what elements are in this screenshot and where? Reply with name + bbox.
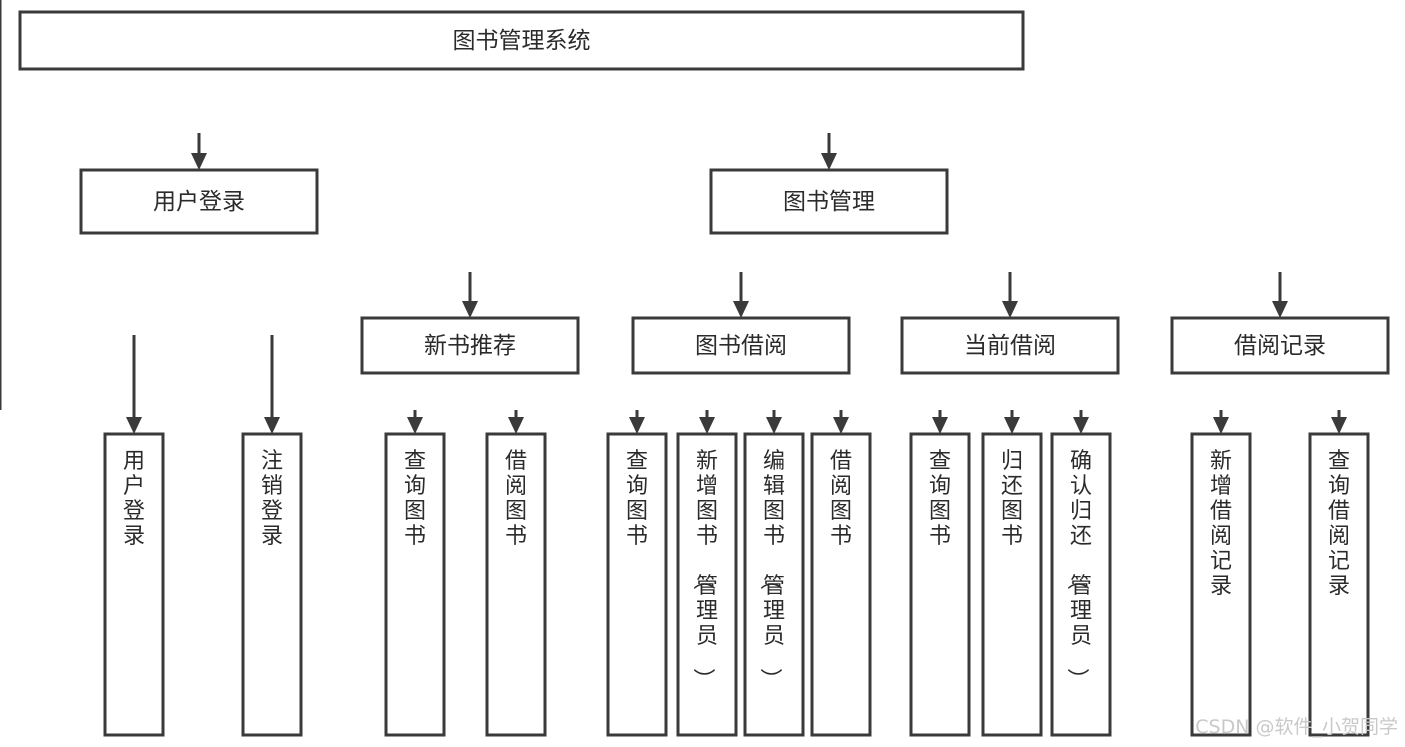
- node-label-leaf-query-book-borrow: 查询图书: [626, 449, 648, 549]
- node-leaf-query-book-borrow[interactable]: 查询图书: [606, 432, 668, 737]
- arrow-head-icon: [833, 417, 849, 434]
- node-label-book-manage: 图书管理: [783, 189, 875, 215]
- node-leaf-user-login[interactable]: 用户登录: [103, 432, 165, 737]
- arrow-head-icon: [191, 153, 207, 170]
- node-label-leaf-borrow-book: 借阅图书: [830, 449, 852, 549]
- node-label-leaf-logout: 注销登录: [261, 449, 283, 549]
- node-label-leaf-user-login: 用户登录: [123, 449, 145, 549]
- node-box-leaf-confirm-return[interactable]: [1050, 432, 1112, 737]
- node-box-new-book-recommend[interactable]: [360, 316, 580, 375]
- node-label-user-login: 用户登录: [153, 189, 245, 215]
- node-label-new-book-recommend: 新书推荐: [424, 333, 516, 359]
- node-leaf-borrow-book-recommend[interactable]: 借阅图书: [485, 432, 547, 737]
- node-label-leaf-confirm-return: 确认归还（管理员）: [1064, 449, 1092, 690]
- csdn-watermark: CSDN @软件_小贺同学: [1195, 716, 1398, 738]
- node-book-borrow[interactable]: 图书借阅: [631, 316, 851, 375]
- node-label-leaf-add-book: 新增图书（管理员）: [690, 449, 718, 690]
- arrow-head-icon: [699, 417, 715, 434]
- node-box-book-manage[interactable]: [709, 168, 949, 235]
- arrow-head-icon: [1004, 417, 1020, 434]
- connector-layer: [0, 0, 1347, 434]
- node-label-leaf-return-book: 归还图书: [1001, 449, 1023, 549]
- node-leaf-add-borrow-record[interactable]: 新增借阅记录: [1190, 432, 1252, 737]
- node-leaf-query-borrow-record[interactable]: 查询借阅记录: [1308, 432, 1370, 737]
- arrow-head-icon: [264, 417, 280, 434]
- arrow-head-icon: [1073, 417, 1089, 434]
- node-label-book-borrow: 图书借阅: [695, 333, 787, 359]
- node-leaf-return-book[interactable]: 归还图书: [981, 432, 1043, 737]
- node-box-leaf-borrow-book-recommend[interactable]: [485, 432, 547, 737]
- arrow-head-icon: [126, 417, 142, 434]
- node-leaf-logout[interactable]: 注销登录: [241, 432, 303, 737]
- arrow-head-icon: [766, 417, 782, 434]
- node-box-leaf-query-book-borrow[interactable]: [606, 432, 668, 737]
- node-box-leaf-add-borrow-record[interactable]: [1190, 432, 1252, 737]
- node-layer: 图书管理系统用户登录图书管理新书推荐图书借阅当前借阅借阅记录用户登录注销登录查询…: [18, 10, 1390, 737]
- node-current-borrow[interactable]: 当前借阅: [900, 316, 1120, 375]
- arrow-head-icon: [1272, 301, 1288, 318]
- arrow-head-icon: [1331, 417, 1347, 434]
- node-leaf-borrow-book[interactable]: 借阅图书: [810, 432, 872, 737]
- node-box-leaf-query-book-current[interactable]: [909, 432, 971, 737]
- node-label-leaf-query-borrow-record: 查询借阅记录: [1328, 449, 1350, 599]
- node-leaf-edit-book[interactable]: 编辑图书（管理员）: [743, 432, 805, 737]
- node-box-leaf-user-login[interactable]: [103, 432, 165, 737]
- arrow-head-icon: [407, 417, 423, 434]
- node-leaf-add-book[interactable]: 新增图书（管理员）: [676, 432, 738, 737]
- arrow-head-icon: [1002, 301, 1018, 318]
- node-box-root[interactable]: [18, 10, 1025, 71]
- node-box-leaf-add-book[interactable]: [676, 432, 738, 737]
- node-leaf-query-book-recommend[interactable]: 查询图书: [384, 432, 446, 737]
- node-label-leaf-edit-book: 编辑图书（管理员）: [757, 449, 785, 690]
- node-label-borrow-record: 借阅记录: [1234, 333, 1326, 359]
- node-box-book-borrow[interactable]: [631, 316, 851, 375]
- node-root[interactable]: 图书管理系统: [18, 10, 1025, 71]
- node-label-leaf-query-book-recommend: 查询图书: [404, 449, 426, 549]
- node-borrow-record[interactable]: 借阅记录: [1170, 316, 1390, 375]
- node-new-book-recommend[interactable]: 新书推荐: [360, 316, 580, 375]
- arrow-head-icon: [629, 417, 645, 434]
- node-box-current-borrow[interactable]: [900, 316, 1120, 375]
- node-book-manage[interactable]: 图书管理: [709, 168, 949, 235]
- arrow-head-icon: [1213, 417, 1229, 434]
- node-box-leaf-return-book[interactable]: [981, 432, 1043, 737]
- arrow-head-icon: [462, 301, 478, 318]
- node-box-borrow-record[interactable]: [1170, 316, 1390, 375]
- node-box-user-login[interactable]: [79, 168, 319, 235]
- node-box-leaf-query-borrow-record[interactable]: [1308, 432, 1370, 737]
- node-label-leaf-query-book-current: 查询图书: [929, 449, 951, 549]
- node-label-leaf-borrow-book-recommend: 借阅图书: [505, 449, 527, 549]
- node-box-leaf-logout[interactable]: [241, 432, 303, 737]
- node-label-root: 图书管理系统: [453, 28, 591, 54]
- node-box-leaf-edit-book[interactable]: [743, 432, 805, 737]
- node-user-login[interactable]: 用户登录: [79, 168, 319, 235]
- node-label-current-borrow: 当前借阅: [964, 333, 1056, 359]
- node-leaf-query-book-current[interactable]: 查询图书: [909, 432, 971, 737]
- node-label-leaf-add-borrow-record: 新增借阅记录: [1210, 449, 1232, 599]
- node-leaf-confirm-return[interactable]: 确认归还（管理员）: [1050, 432, 1112, 737]
- arrow-head-icon: [508, 417, 524, 434]
- arrow-head-icon: [733, 301, 749, 318]
- node-box-leaf-query-book-recommend[interactable]: [384, 432, 446, 737]
- node-box-leaf-borrow-book[interactable]: [810, 432, 872, 737]
- arrow-head-icon: [821, 153, 837, 170]
- arrow-head-icon: [932, 417, 948, 434]
